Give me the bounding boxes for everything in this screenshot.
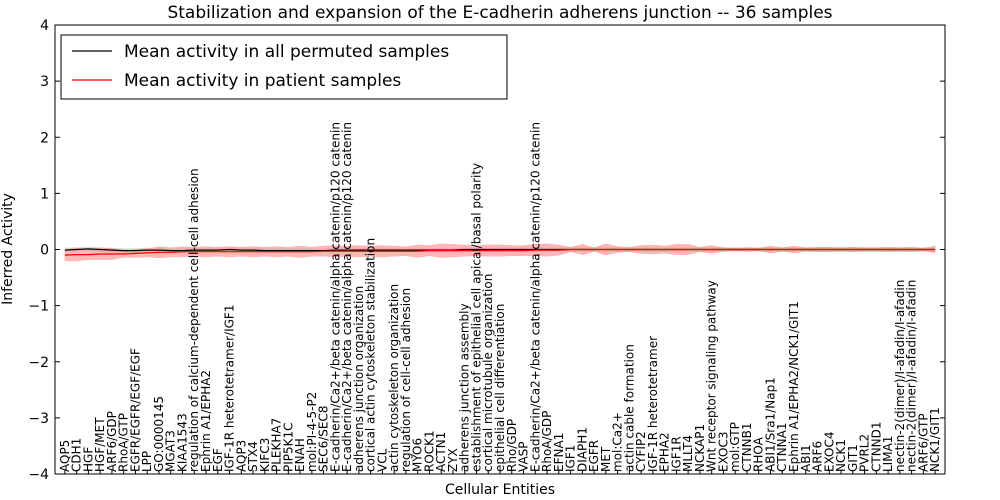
x-tick-label: mol:GTP (728, 422, 742, 472)
y-tick-label: 0 (40, 243, 49, 259)
x-tick-label: IGF1R (669, 436, 683, 472)
x-tick-label: HGF/MET (93, 417, 107, 472)
x-tick-label: ABI1 (799, 444, 813, 472)
x-tick-label: PVRL2 (858, 434, 872, 472)
x-tick-label: CTNNA1 (775, 422, 789, 472)
y-tick-label: 3 (40, 74, 49, 90)
x-tick-label: EGFR (587, 440, 601, 472)
x-tick-label: IGF-1R heterotetramer/IGF1 (223, 305, 237, 472)
x-tick-label: EGFR/EGFR/EGF/EGF (128, 348, 142, 472)
x-tick-label: ARF6 (811, 441, 825, 472)
x-tick-label: IGF1 (564, 445, 578, 472)
x-tick-label: EXOC4 (822, 432, 836, 473)
x-tick-label: KIAA1543 (176, 413, 190, 472)
y-tick-label: 4 (40, 18, 49, 34)
x-tick-label: actin cable formation (622, 344, 636, 472)
x-tick-label: E-cadherin/Ca2+/beta catenin/alpha caten… (328, 122, 342, 472)
x-tick-label: AQP3 (234, 440, 248, 472)
x-tick-label: mol:Ca2+ (611, 412, 625, 472)
legend: Mean activity in all permuted samples Me… (60, 34, 508, 100)
legend-label-patient: Mean activity in patient samples (124, 71, 401, 91)
x-tick-label: MET (599, 446, 613, 472)
x-tick-label: Ephrin A1/EPHA2/NCK1/GIT1 (787, 301, 801, 472)
x-tick-label: ARF6/GDP (105, 411, 119, 472)
y-tick-label: 2 (40, 130, 49, 146)
x-tick-label: establishment of epithelial cell apical/… (470, 163, 484, 472)
x-tick-label: CTNND1 (869, 421, 883, 472)
plot-area: 43210−1−2−3−4AQP5CDH1HGFHGF/METARF6/GDPR… (28, 18, 946, 483)
x-tick-label: regulation of cell-cell adhesion (399, 288, 413, 472)
x-tick-label: PIP5K1C (281, 422, 295, 472)
x-tick-label: SEC6/SEC8 (317, 406, 331, 472)
x-tick-label: NCK1/GIT1 (928, 407, 942, 472)
x-tick-label: HGF (81, 447, 95, 472)
x-tick-label: NCKAP1 (693, 424, 707, 472)
x-tick-label: MLLT4 (681, 435, 695, 472)
x-tick-label: adherens junction organization (352, 286, 366, 472)
x-tick-label: RhoA/GDP (540, 411, 554, 472)
x-tick-label: E-cadherin/Ca2+/beta catenin/alpha caten… (340, 122, 354, 472)
x-tick-label: DIAPH1 (575, 427, 589, 472)
x-tick-label: ACTN1 (434, 432, 448, 472)
x-tick-label: IGF-1R heterotetramer (646, 336, 660, 472)
x-tick-label: LIMA1 (881, 436, 895, 472)
y-tick-label: 1 (40, 186, 49, 202)
x-tick-label: MGAT3 (164, 430, 178, 472)
x-tick-label: VASP (517, 441, 531, 472)
x-tick-label: RhoA/GTP (117, 413, 131, 472)
x-tick-label: cortical microtubule organization (481, 274, 495, 472)
x-tick-label: AQP5 (58, 440, 72, 472)
x-tick-label: E-cadherin/Ca2+/beta catenin/alpha caten… (528, 122, 542, 472)
x-tick-label: NCK1 (834, 439, 848, 472)
x-tick-label: nectin-2(dimer)/I-afadin/I-afadin (893, 280, 907, 472)
x-tick-label: ZYX (446, 448, 460, 472)
x-tick-label: LPP (140, 451, 154, 472)
x-tick-label: VCL (375, 448, 389, 472)
x-tick-label: CTNNB1 (740, 422, 754, 472)
x-tick-label: CYFIP2 (634, 431, 648, 472)
x-tick-label: adherens junction assembly (458, 303, 472, 472)
x-tick-label: regulation of calcium-dependent cell-cel… (187, 168, 201, 472)
x-tick-label: PLEKHA7 (270, 418, 284, 472)
x-tick-label: RHOA (752, 436, 766, 472)
chart-title: Stabilization and expansion of the E-cad… (167, 3, 832, 23)
y-axis-label: Inferred Activity (0, 193, 16, 305)
x-tick-label: GO:0000145 (152, 396, 166, 472)
x-tick-label: CDH1 (70, 438, 84, 472)
line-patient (64, 248, 936, 256)
y-tick-label: −1 (28, 299, 49, 315)
x-tick-label: actin cytoskeleton organization (387, 284, 401, 472)
x-tick-label: mol:PI-4-5-P2 (305, 392, 319, 472)
x-tick-label: nectin-2(dimer)/I-afadin/I-afadin (905, 280, 919, 472)
y-tick-label: −4 (28, 467, 49, 483)
x-tick-label: ENAH (293, 438, 307, 472)
x-tick-label: cortical actin cytoskeleton stabilizatio… (364, 238, 378, 472)
x-tick-label: EXOC3 (716, 432, 730, 473)
x-tick-label: ROCK1 (422, 430, 436, 472)
x-tick-label: EPHA2 (658, 432, 672, 472)
x-tick-label: ARF6/GTP (916, 413, 930, 472)
x-tick-label: MYO6 (411, 438, 425, 472)
x-tick-label: EFNA1 (552, 433, 566, 472)
x-tick-label: epithelial cell differentiation (493, 304, 507, 472)
band-patient (64, 243, 936, 261)
x-tick-label: EGF (211, 448, 225, 472)
x-tick-label: Wnt receptor signaling pathway (705, 280, 719, 472)
x-tick-label: KIFC3 (258, 438, 272, 472)
x-tick-label: ABI1/Sra1/Nap1 (764, 377, 778, 472)
x-tick-label: Ephrin A1/EPHA2 (199, 370, 213, 472)
x-tick-label: GIT1 (846, 444, 860, 472)
x-axis-label: Cellular Entities (445, 482, 555, 498)
x-tick-label: STX4 (246, 441, 260, 472)
x-tick-label: Rho/GDP (505, 419, 519, 472)
y-tick-label: −3 (28, 411, 49, 427)
legend-box (60, 34, 508, 100)
y-tick-label: −2 (28, 355, 49, 371)
legend-label-permuted: Mean activity in all permuted samples (124, 42, 449, 62)
